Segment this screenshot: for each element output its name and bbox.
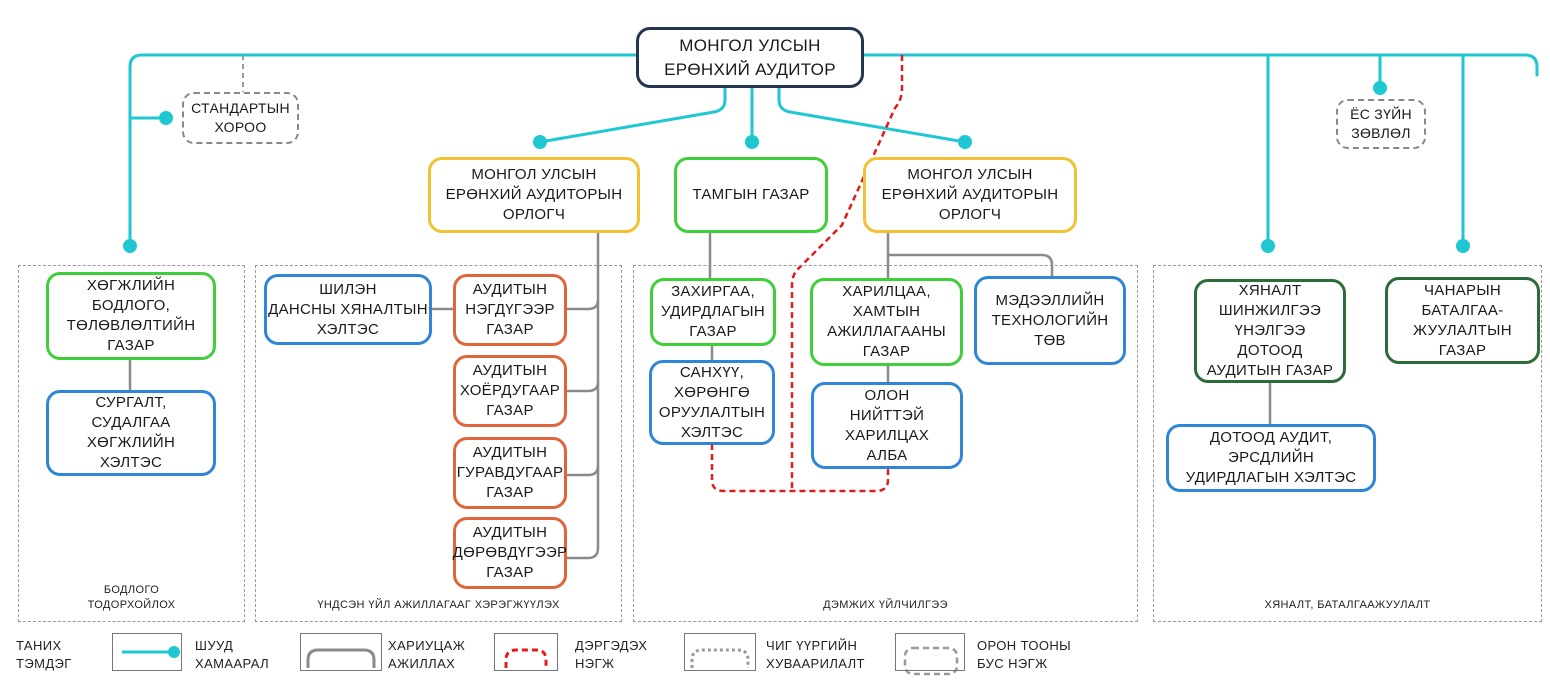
node-secretariat: ТАМГЫН ГАЗАР: [674, 157, 828, 233]
group-support: [633, 265, 1138, 622]
group-core: [255, 265, 622, 622]
group-policy: [18, 265, 245, 622]
direct-link-lines: [128, 53, 1539, 248]
group-core-label: ҮНДСЭН ҮЙЛ АЖИЛЛАГААГ ХЭРЭГЖҮҮЛЭХ: [317, 599, 560, 611]
attached-unit-lines: [710, 55, 904, 493]
legend-attached-box: [494, 633, 558, 671]
legend-functional-box: [684, 633, 756, 671]
legend-direct-box: [112, 633, 182, 671]
legend-responsible-box: [300, 633, 382, 671]
group-control: [1153, 265, 1542, 622]
responsible-lines: [128, 232, 1272, 560]
group-control-label: ХЯНАЛТ, БАТАЛГААЖУУЛАЛТ: [1264, 599, 1431, 611]
legend-swatches: [122, 646, 959, 676]
direct-link-dots: [123, 81, 1470, 253]
group-support-label: ДЭМЖИХ ҮЙЛЧИЛГЭЭ: [823, 599, 948, 611]
legend-nonstaff-box: [895, 633, 965, 671]
